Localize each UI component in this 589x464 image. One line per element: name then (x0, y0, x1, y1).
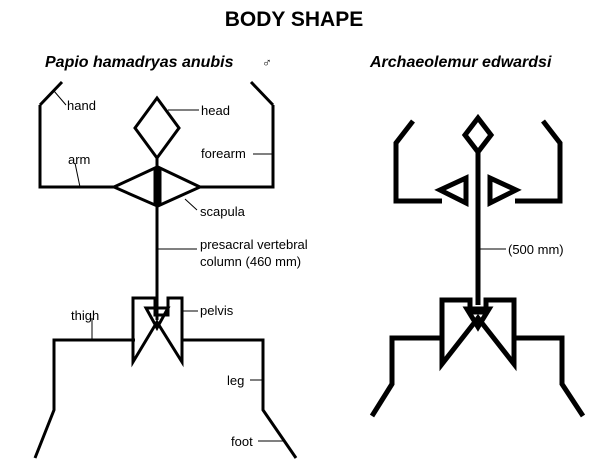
papio-skeleton (35, 82, 296, 458)
papio-head (135, 98, 179, 158)
label-leg: leg (227, 373, 244, 388)
archaeolemur-left-leg (372, 338, 443, 416)
papio-right-scapula (160, 168, 200, 205)
right-species-name: Archaeolemur edwardsi (369, 54, 552, 71)
archaeolemur-skeleton (372, 118, 583, 416)
label-column-line2: column (460 mm) (200, 254, 301, 269)
label-archaeolemur-column: (500 mm) (508, 242, 564, 257)
label-hand: hand (67, 98, 96, 113)
male-symbol: ♂ (262, 55, 272, 70)
papio-left-leg (35, 340, 135, 458)
papio-left-scapula (114, 168, 155, 205)
label-column-line1: presacral vertebral (200, 237, 308, 252)
archaeolemur-right-scapula (490, 178, 516, 203)
papio-right-hand (251, 82, 273, 105)
papio-left-hand (40, 82, 62, 105)
left-species-name: Papio hamadryas anubis (45, 54, 234, 71)
label-pelvis: pelvis (200, 303, 234, 318)
archaeolemur-left-arm (396, 121, 442, 201)
label-forearm: forearm (201, 146, 246, 161)
label-scapula: scapula (200, 204, 246, 219)
label-foot: foot (231, 434, 253, 449)
archaeolemur-left-scapula (440, 178, 466, 203)
label-head: head (201, 103, 230, 118)
archaeolemur-head (465, 118, 491, 152)
archaeolemur-right-arm (515, 121, 560, 201)
diagram-title: BODY SHAPE (225, 8, 363, 31)
label-thigh: thigh (71, 308, 99, 323)
label-arm: arm (68, 152, 90, 167)
archaeolemur-right-leg (513, 338, 583, 416)
